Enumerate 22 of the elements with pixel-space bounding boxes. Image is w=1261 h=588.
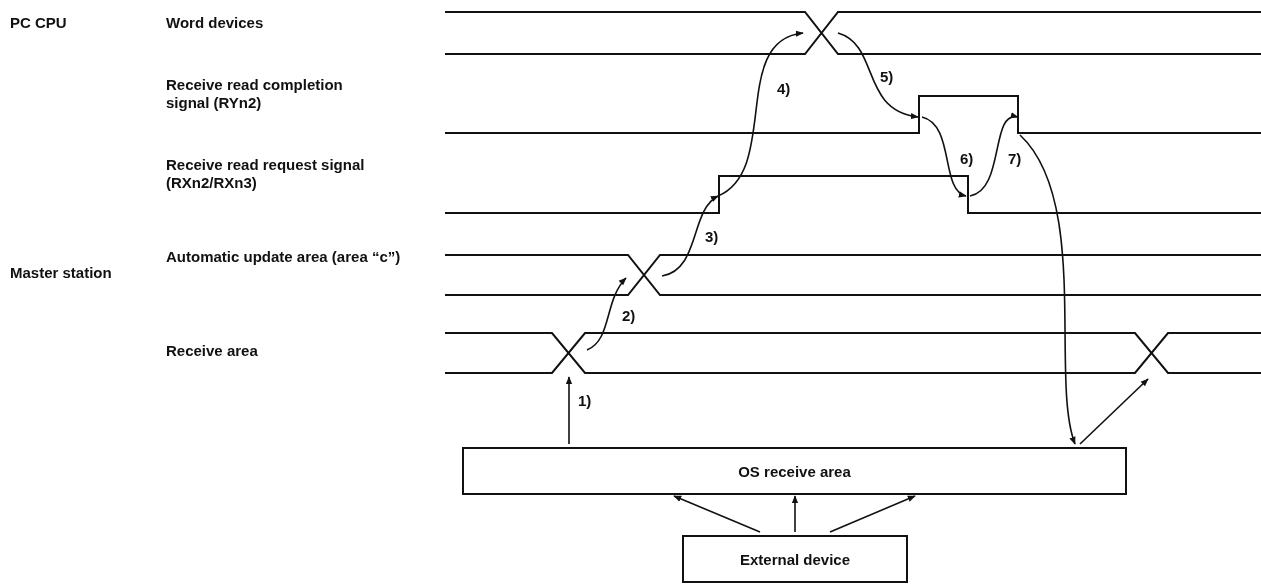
step-number: 4) [777, 80, 791, 98]
step-number: 2) [622, 307, 636, 325]
process-box: OS receive area [462, 447, 1127, 495]
step-number: 5) [880, 68, 894, 86]
unit-label: Master station [10, 264, 112, 282]
signal-name: Receive area [166, 342, 258, 360]
arrow [829, 495, 916, 533]
step-number: 6) [960, 150, 974, 168]
signal-name: Word devices [166, 14, 264, 32]
arrow [673, 495, 761, 533]
arrow [1019, 134, 1077, 445]
process-box: External device [682, 535, 908, 583]
signal-name: Receive read completion signal (RYn2) [166, 76, 344, 112]
arrow [565, 376, 573, 445]
signal-name: Automatic update area (area “c”) [166, 248, 402, 266]
signal-name: Receive read request signal (RXn2/RXn3) [166, 156, 366, 192]
arrow [791, 495, 799, 533]
step-number: 7) [1008, 150, 1022, 168]
step-number: 3) [705, 228, 719, 246]
unit-label: PC CPU [10, 14, 67, 32]
edge-label: 1) [578, 392, 592, 410]
arrow [1079, 378, 1149, 445]
